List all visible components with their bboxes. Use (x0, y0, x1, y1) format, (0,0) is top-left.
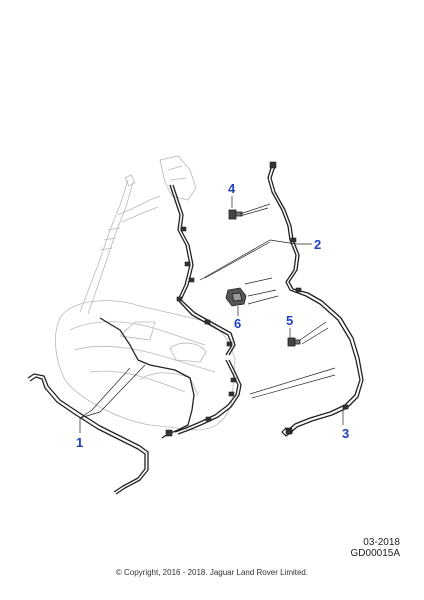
callout-4: 4 (228, 181, 236, 196)
callout-3: 3 (342, 426, 349, 441)
callout-6: 6 (234, 316, 241, 331)
drawing-id: GD00015A (350, 548, 400, 559)
date-code: 03-2018 (363, 537, 400, 548)
callout-1: 1 (76, 435, 83, 450)
pipe-end-3 (281, 427, 294, 437)
callout-5: 5 (286, 313, 293, 328)
leader-lines (79, 196, 344, 433)
fuel-pipe-2 (169, 164, 364, 435)
callout-2: 2 (314, 237, 321, 252)
copyright-notice: © Copyright, 2016 - 2018. Jaguar Land Ro… (115, 568, 309, 577)
fuel-tank-ghost (55, 300, 236, 431)
clip-part-5 (287, 337, 301, 347)
pipe-clips (165, 161, 349, 437)
clip-part-4 (228, 209, 243, 220)
filler-neck-ghost (79, 155, 197, 315)
fuel-pipe-1 (27, 317, 195, 495)
bracket-part-6 (225, 287, 247, 307)
